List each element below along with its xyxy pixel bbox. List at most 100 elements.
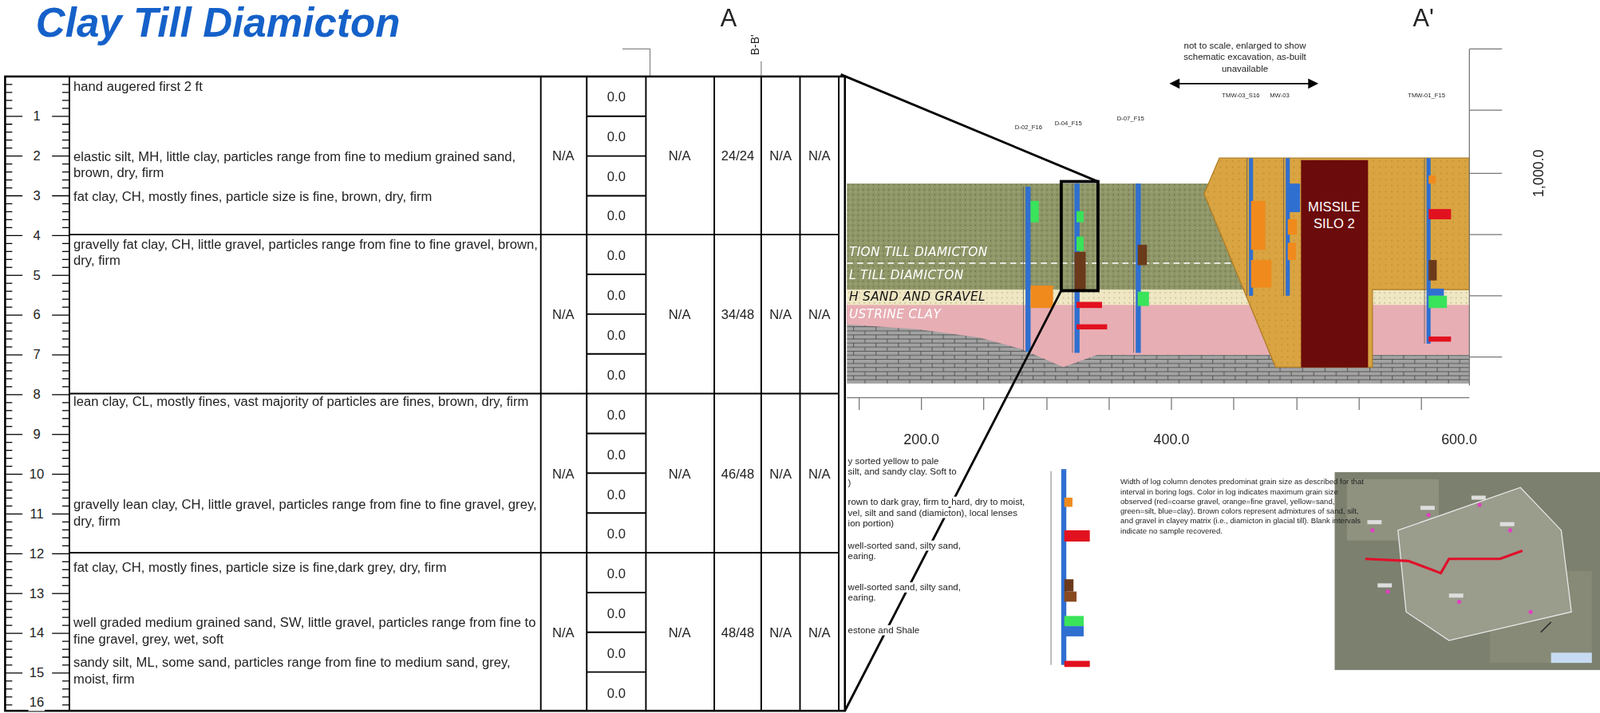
ruler-tick xyxy=(62,378,70,380)
ruler-tick xyxy=(4,362,12,364)
ruler-tick xyxy=(62,91,70,93)
legend-fragment: earing. xyxy=(848,550,877,561)
ruler-tick xyxy=(62,569,70,571)
ruler-tick xyxy=(4,648,12,650)
ruler-tick xyxy=(62,123,70,125)
legend-fragment: y sorted yellow to pale xyxy=(848,456,940,467)
layer-label: USTRINE CLAY xyxy=(849,307,941,322)
table-cell: N/A xyxy=(668,466,692,483)
ruler-tick xyxy=(62,291,70,293)
ruler-tick xyxy=(62,299,70,301)
ruler-tick xyxy=(62,83,70,85)
table-cell: 0.0 xyxy=(607,486,626,503)
table-cell: 0.0 xyxy=(607,168,626,185)
table-cell: 0.0 xyxy=(607,247,626,264)
ruler-tick xyxy=(4,251,12,253)
ruler-tick xyxy=(4,577,12,579)
ruler-tick xyxy=(4,640,12,642)
ruler-tick xyxy=(62,362,70,364)
table-cell: 24/24 xyxy=(721,148,755,165)
table-cell: N/A xyxy=(808,466,831,483)
ruler-tick xyxy=(62,442,70,443)
soil-description: sandy silt, ML, some sand, particles ran… xyxy=(73,655,538,688)
boring-id: MW-03 xyxy=(1269,92,1290,100)
table-cell: 46/48 xyxy=(721,466,755,483)
ruler-tick xyxy=(4,442,12,443)
ruler-tick xyxy=(51,632,70,634)
table-cell: 48/48 xyxy=(721,625,755,642)
ruler-tick xyxy=(4,123,12,125)
table-cell: 0.0 xyxy=(607,128,626,145)
depth-number: 15 xyxy=(28,665,46,682)
ruler-tick xyxy=(62,466,70,467)
soil-description: lean clay, CL, mostly fines, vast majori… xyxy=(73,394,538,411)
explanation-note: Width of log column denotes predominat g… xyxy=(1120,477,1367,536)
ruler-tick xyxy=(62,688,70,690)
ruler-tick xyxy=(62,545,70,547)
depth-number: 4 xyxy=(31,227,42,244)
ruler-tick xyxy=(4,593,23,595)
ruler-tick xyxy=(4,632,23,634)
ruler-tick xyxy=(4,139,12,141)
depth-number: 1 xyxy=(31,108,42,125)
table-cell: 0.0 xyxy=(607,88,626,105)
ruler-tick xyxy=(4,704,12,706)
ruler-tick xyxy=(62,322,70,324)
ruler-tick xyxy=(62,243,70,245)
ruler-tick xyxy=(62,410,70,411)
ruler-tick xyxy=(4,521,12,523)
table-cell: N/A xyxy=(769,466,792,483)
ruler-tick xyxy=(4,91,12,93)
table-cell: 0.0 xyxy=(607,565,626,582)
diagram-title: Clay Till Diamicton xyxy=(35,0,401,48)
depth-number: 11 xyxy=(28,505,45,522)
ruler-tick xyxy=(4,601,12,603)
table-cell: N/A xyxy=(769,625,792,642)
layer-label: H SAND AND GRAVEL xyxy=(849,289,986,305)
table-cell: N/A xyxy=(668,307,692,324)
table-cell: N/A xyxy=(552,148,575,165)
ruler-tick xyxy=(62,648,70,650)
table-cell: N/A xyxy=(808,307,831,324)
ruler-tick xyxy=(4,131,12,133)
ruler-tick xyxy=(4,354,23,356)
ruler-tick xyxy=(62,521,70,523)
ruler-tick xyxy=(4,481,12,483)
soil-description: fat clay, CH, mostly fines, particle siz… xyxy=(73,189,538,206)
silo-box: MISSILE SILO 2 xyxy=(1300,160,1367,368)
axis-label: 400.0 xyxy=(1153,430,1190,448)
axis-label: 600.0 xyxy=(1441,430,1478,448)
ruler-tick xyxy=(4,474,23,475)
ruler-tick xyxy=(4,410,12,411)
legend-fragment: ) xyxy=(848,477,852,488)
depth-number: 2 xyxy=(31,148,42,165)
ruler-tick xyxy=(4,680,12,682)
ruler-tick xyxy=(62,386,70,388)
section-end-label: A' xyxy=(1413,3,1435,34)
ruler-tick xyxy=(4,394,23,396)
ruler-tick xyxy=(4,561,12,563)
legend-fragment: earing. xyxy=(848,592,877,604)
ruler-tick xyxy=(4,99,12,101)
table-cell: 0.0 xyxy=(607,446,626,463)
depth-number: 16 xyxy=(28,695,46,712)
ruler-tick xyxy=(62,664,70,666)
section-end-label: A xyxy=(720,3,737,34)
depth-number: 9 xyxy=(31,426,42,443)
layer-label: TION TILL DIAMICTON xyxy=(849,244,988,260)
ruler-tick xyxy=(4,83,12,85)
table-cell: N/A xyxy=(552,625,575,642)
table-cell: N/A xyxy=(552,466,575,483)
ruler-tick xyxy=(62,497,70,499)
ruler-tick xyxy=(62,529,70,531)
legend-fragment: silt, and sandy clay. Soft to xyxy=(848,466,957,477)
depth-number: 3 xyxy=(31,188,42,205)
ruler-tick xyxy=(62,450,70,451)
depth-number: 10 xyxy=(28,466,46,483)
ruler-tick xyxy=(62,481,70,483)
table-cell: N/A xyxy=(808,148,831,165)
ruler-tick xyxy=(62,99,70,101)
ruler-tick xyxy=(62,147,70,149)
ruler-tick xyxy=(62,107,70,109)
axis-label: 200.0 xyxy=(903,430,940,448)
